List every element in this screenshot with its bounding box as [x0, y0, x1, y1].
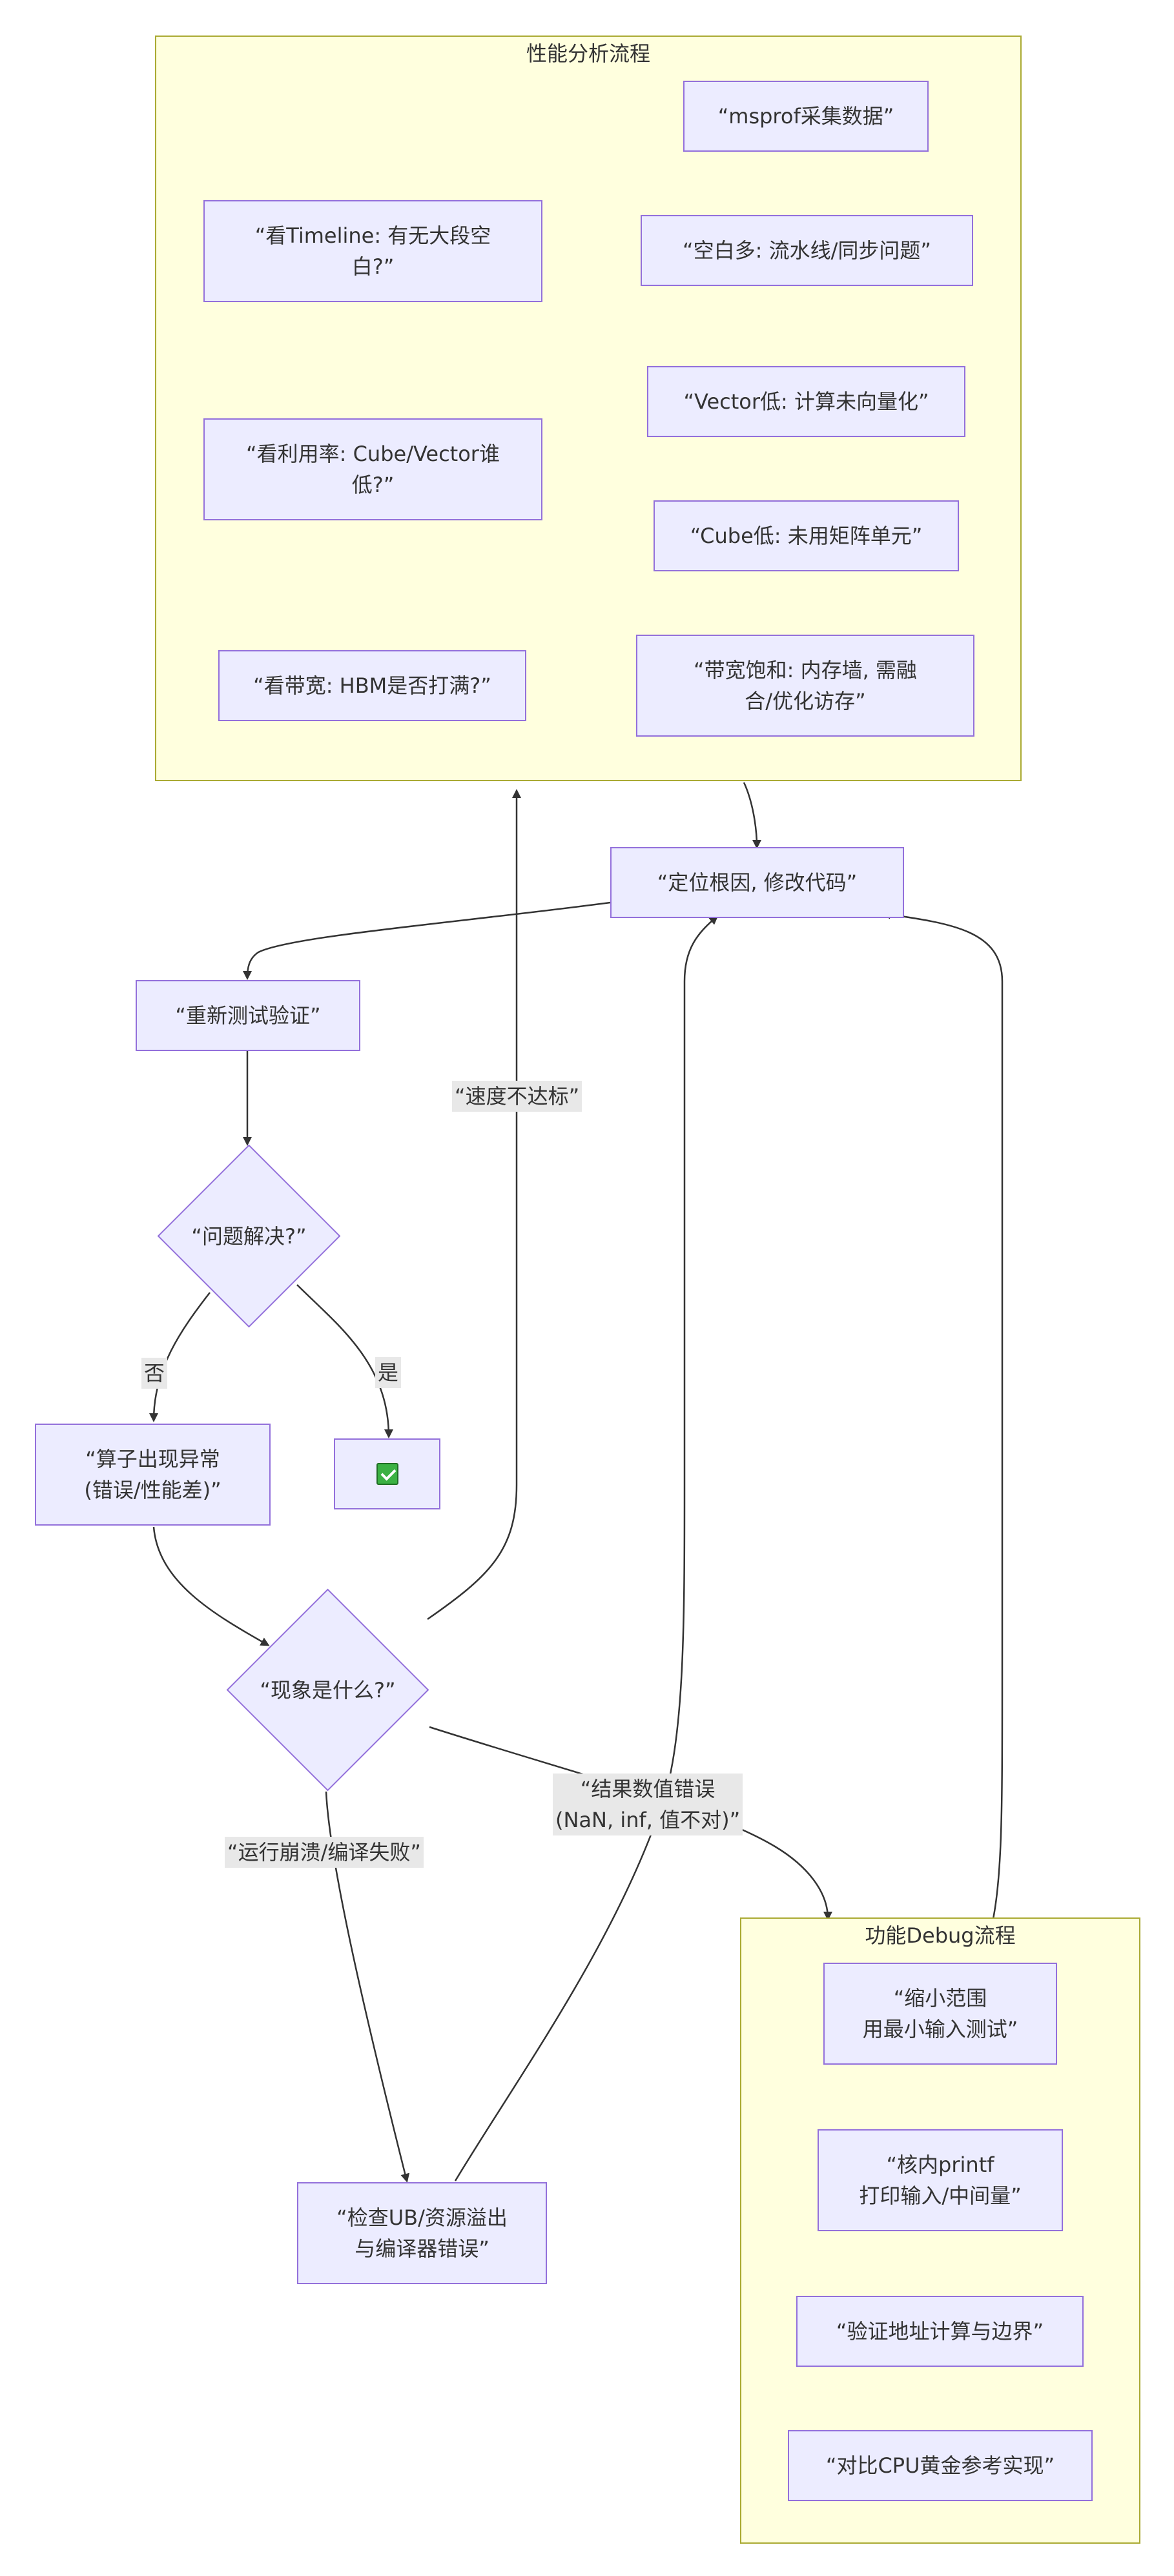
node-printf: “核内printf 打印输入/中间量”: [818, 2129, 1063, 2231]
node-phenomenon-decision: “现象是什么?”: [226, 1588, 429, 1792]
edge-locate-retest: [243, 901, 611, 980]
node-label: “看利用率: Cube/Vector谁 低?”: [246, 442, 500, 497]
edge-label-no: 否: [141, 1358, 168, 1389]
edge-solved-done: [296, 1284, 393, 1438]
edge-perf-locate: [743, 782, 761, 849]
node-bandwidth: “看带宽: HBM是否打满?”: [218, 650, 526, 721]
node-label: “带宽饱和: 内存墙, 需融 合/优化访存”: [694, 658, 917, 713]
node-label: “对比CPU黄金参考实现”: [825, 2453, 1055, 2478]
node-label: “Cube低: 未用矩阵单元”: [690, 524, 923, 548]
cluster-title: 功能Debug流程: [865, 1923, 1016, 1948]
node-check-ub: “检查UB/资源溢出 与编译器错误”: [297, 2182, 547, 2284]
edge-phenomenon-checkub: [325, 1791, 410, 2183]
node-compare-cpu: “对比CPU黄金参考实现”: [788, 2430, 1093, 2501]
node-bw-saturated: “带宽饱和: 内存墙, 需融 合/优化访存”: [636, 635, 974, 737]
edge-anomaly-phenomenon: [152, 1526, 270, 1646]
node-verify-addr: “验证地址计算与边界”: [796, 2296, 1084, 2367]
node-label: “空白多: 流水线/同步问题”: [683, 238, 931, 263]
diamond-shape: [226, 1588, 429, 1792]
edge-debug-locate: [881, 910, 1004, 1919]
node-locate-fix: “定位根因, 修改代码”: [610, 847, 904, 918]
node-cube-low: “Cube低: 未用矩阵单元”: [654, 500, 959, 571]
edge-solved-anomaly: [149, 1292, 211, 1422]
cluster-title: 性能分析流程: [526, 41, 650, 66]
node-label: “定位根因, 修改代码”: [657, 870, 858, 895]
diamond-shape: [157, 1144, 341, 1328]
node-label: “验证地址计算与边界”: [836, 2319, 1044, 2344]
node-blank-many: “空白多: 流水线/同步问题”: [641, 215, 973, 286]
node-label: “看Timeline: 有无大段空 白?”: [254, 223, 491, 279]
node-timeline: “看Timeline: 有无大段空 白?”: [203, 200, 542, 302]
check-mark-icon: [376, 1463, 398, 1485]
node-label: “算子出现异常 (错误/性能差)”: [84, 1447, 221, 1502]
node-label: “msprof采集数据”: [717, 104, 894, 128]
edge-label-yes: 是: [375, 1357, 402, 1388]
node-anomaly: “算子出现异常 (错误/性能差)”: [35, 1424, 271, 1526]
edge-label-wrong-result: “结果数值错误 (NaN, inf, 值不对)”: [553, 1774, 743, 1835]
node-vector-low: “Vector低: 计算未向量化”: [647, 366, 965, 437]
edge-phenomenon-perf: [427, 789, 521, 1620]
node-label: “重新测试验证”: [175, 1003, 321, 1028]
node-label: “Vector低: 计算未向量化”: [683, 389, 929, 414]
node-utilization: “看利用率: Cube/Vector谁 低?”: [203, 418, 542, 520]
edge-label-crash: “运行崩溃/编译失败”: [225, 1837, 424, 1868]
edge-checkub-locate: [454, 915, 719, 2182]
node-narrow-scope: “缩小范围 用最小输入测试”: [823, 1963, 1057, 2065]
node-solved-decision: “问题解决?”: [157, 1144, 341, 1328]
node-retest: “重新测试验证”: [136, 980, 360, 1051]
node-label: “检查UB/资源溢出 与编译器错误”: [336, 2205, 508, 2261]
node-label: “看带宽: HBM是否打满?”: [253, 673, 491, 698]
node-msprof: “msprof采集数据”: [683, 81, 929, 152]
edge-label-slow: “速度不达标”: [452, 1081, 582, 1112]
node-done: [334, 1438, 440, 1509]
node-label: “问题解决?”: [191, 1223, 307, 1249]
node-label: “核内printf 打印输入/中间量”: [859, 2152, 1022, 2208]
node-label: “缩小范围 用最小输入测试”: [862, 1986, 1018, 2041]
node-label: “现象是什么?”: [260, 1677, 396, 1702]
